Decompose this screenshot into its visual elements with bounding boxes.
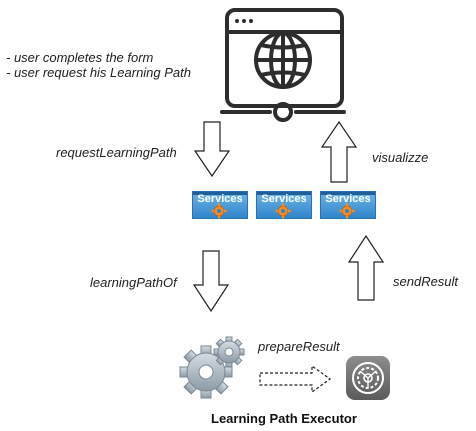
service-gear-icon [211, 203, 227, 219]
services-bar [257, 192, 311, 195]
note-user-request-path: - user request his Learning Path [6, 65, 191, 80]
executor-title: Learning Path Executor [211, 411, 357, 426]
service-gear-icon [339, 203, 355, 219]
send-result-arrow [347, 234, 385, 301]
services-bar [193, 192, 247, 195]
learning-path-of-arrow [192, 250, 230, 313]
services-box-2: Services [256, 191, 312, 219]
prepare-result-arrow [259, 364, 332, 394]
label-prepare-result: prepareResult [258, 339, 340, 354]
gears-icon [179, 336, 245, 399]
services-box-3: Services [320, 191, 376, 219]
services-box-1: Services [192, 191, 248, 219]
services-label: Services [197, 193, 243, 205]
request-arrow [193, 121, 231, 178]
service-gear-icon [275, 203, 291, 219]
browser-globe-icon [220, 8, 346, 122]
settings-app-icon [346, 356, 390, 400]
label-request-learning-path: requestLearningPath [56, 145, 177, 160]
label-send-result: sendResult [393, 274, 459, 289]
services-label: Services [325, 193, 371, 205]
visualize-arrow [320, 120, 358, 183]
label-visualize: visualizze [372, 150, 429, 165]
services-bar [321, 192, 375, 195]
note-user-completes-form: - user completes the form [6, 50, 154, 65]
services-label: Services [261, 193, 307, 205]
label-learning-path-of: learningPathOf [90, 275, 177, 290]
